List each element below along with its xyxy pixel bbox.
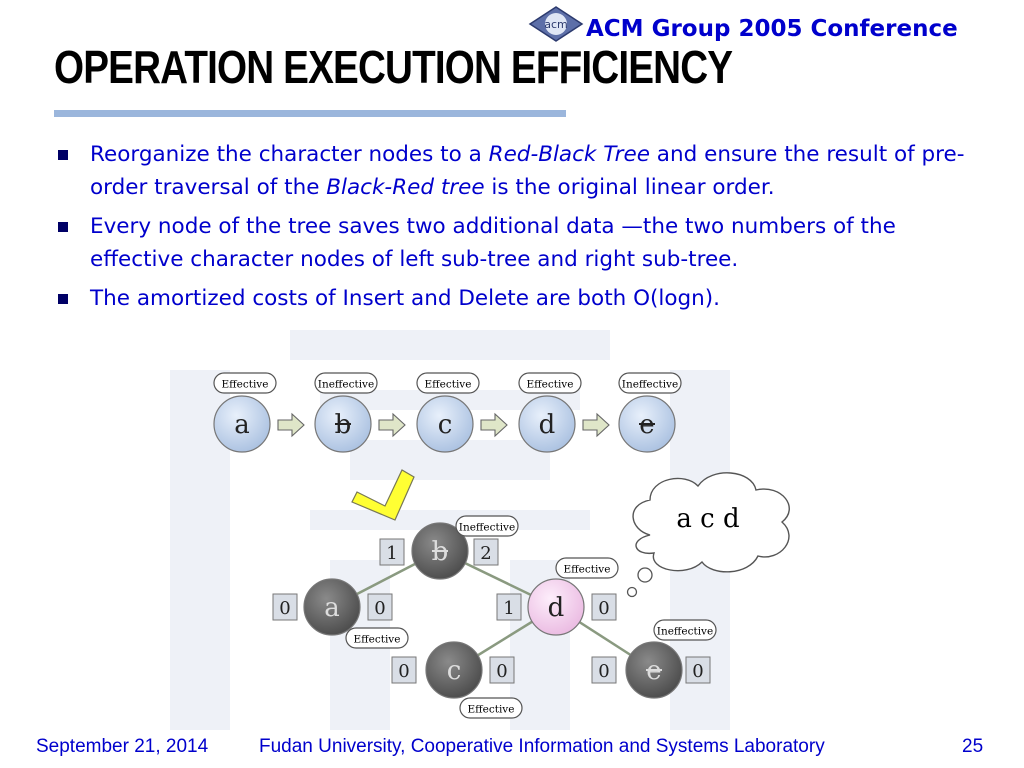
count-value: 0	[374, 598, 385, 619]
thought-cloud: a c d	[626, 472, 790, 598]
footer-lab: Fudan University, Cooperative Informatio…	[259, 736, 825, 757]
node-tag-label: Ineffective	[657, 626, 713, 638]
count-box	[685, 656, 711, 684]
node-tag-bubble	[518, 372, 582, 394]
char-node-label: c	[447, 656, 462, 686]
acm-logo-text: acm	[544, 18, 568, 31]
node-tag-bubble	[213, 372, 277, 394]
footer-page-number: 25	[962, 736, 984, 757]
square-bullet-icon	[58, 150, 68, 160]
node-tag-label: Effective	[354, 634, 401, 646]
count-value: 0	[692, 661, 703, 682]
count-box	[391, 656, 417, 684]
count-value: 2	[480, 543, 491, 564]
slide-title: OPERATION EXECUTION EFFICIENCY	[54, 41, 733, 93]
bullet-item: Every node of the tree saves two additio…	[54, 210, 994, 276]
node-tag-bubble	[618, 372, 682, 394]
node-tag-bubble	[555, 557, 619, 579]
node-tag-label: Effective	[222, 379, 269, 391]
count-box	[496, 593, 522, 621]
count-box	[367, 593, 393, 621]
count-value: 0	[398, 661, 409, 682]
node-tag-bubble	[314, 372, 378, 394]
bullet-text: is the original linear order.	[484, 175, 775, 200]
right-arrow-icon	[378, 412, 406, 438]
count-value: 0	[496, 661, 507, 682]
bullet-item: The amortized costs of Insert and Delete…	[54, 282, 994, 315]
title-underline	[54, 110, 566, 117]
node-tag-bubble	[455, 515, 519, 537]
right-arrow-icon	[480, 412, 508, 438]
footer-date: September 21, 2014	[36, 736, 209, 757]
count-value: 1	[503, 598, 514, 619]
count-box	[489, 656, 515, 684]
char-node	[416, 395, 474, 453]
node-tag-label: Ineffective	[459, 522, 515, 534]
square-bullet-icon	[58, 294, 68, 304]
count-box	[591, 656, 617, 684]
linear-node-chain: EffectiveaIneffectivebEffectivecEffectiv…	[213, 372, 682, 453]
count-value: 1	[386, 543, 397, 564]
char-node-label: d	[539, 410, 556, 440]
node-tag-label: Ineffective	[318, 379, 374, 391]
node-tag-bubble	[416, 372, 480, 394]
node-tag-bubble	[345, 627, 409, 649]
square-bullet-icon	[58, 222, 68, 232]
char-node-label: a	[324, 593, 340, 623]
node-tag-label: Effective	[564, 564, 611, 576]
count-value: 0	[598, 661, 609, 682]
bullet-text: and ensure the result of pre-order trave…	[90, 142, 965, 200]
yellow-arrow-icon	[351, 469, 415, 521]
node-tag-bubble	[459, 697, 523, 719]
bullet-text: The amortized costs of Insert and Delete…	[90, 286, 721, 311]
bullet-item: Reorganize the character nodes to a Red-…	[54, 138, 994, 204]
bullet-text: Every node of the tree saves two additio…	[90, 214, 896, 272]
count-box	[591, 593, 617, 621]
node-tag-label: Effective	[425, 379, 472, 391]
char-node-label: c	[438, 410, 453, 440]
right-arrow-icon	[582, 412, 610, 438]
bullet-text: Black-Red tree	[326, 175, 485, 200]
conference-name: ACM Group 2005 Conference	[586, 16, 958, 42]
char-node	[425, 641, 483, 699]
bullet-list: Reorganize the character nodes to a Red-…	[54, 138, 994, 321]
char-node-label: d	[548, 593, 565, 623]
bullet-text: Red-Black Tree	[488, 142, 650, 167]
count-value: 0	[598, 598, 609, 619]
char-node	[518, 395, 576, 453]
char-node-label: a	[234, 410, 250, 440]
node-tag-label: Effective	[527, 379, 574, 391]
cloud-text: a c d	[676, 504, 739, 534]
char-node	[303, 578, 361, 636]
count-box	[473, 538, 499, 566]
acm-logo-icon: acm	[528, 6, 584, 42]
count-box	[272, 593, 298, 621]
count-value: 0	[279, 598, 290, 619]
right-arrow-icon	[277, 412, 305, 438]
char-node	[213, 395, 271, 453]
bullet-text: Reorganize the character nodes to a	[90, 142, 489, 167]
node-tag-label: Effective	[468, 704, 515, 716]
node-tag-label: Ineffective	[622, 379, 678, 391]
node-tag-bubble	[653, 619, 717, 641]
char-node	[527, 578, 585, 636]
count-box	[379, 538, 405, 566]
